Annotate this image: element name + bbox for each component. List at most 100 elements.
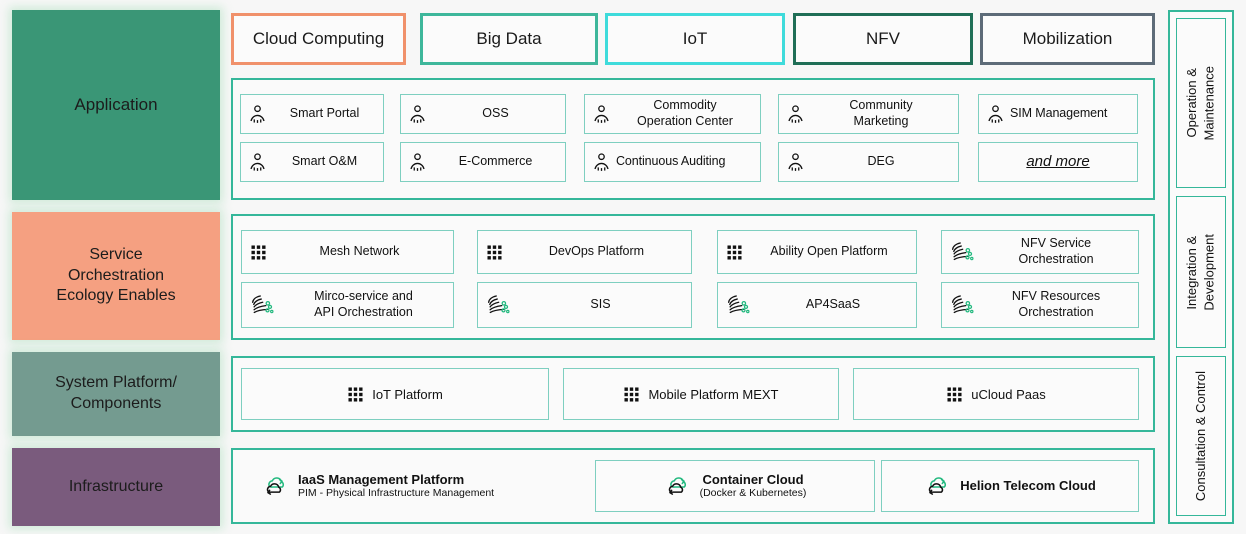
app-item-sim-management[interactable]: SIM Management (978, 94, 1138, 134)
app-item-deg[interactable]: DEG (778, 142, 959, 182)
app-item-label: SIM Management (1010, 106, 1108, 121)
app-item-oss[interactable]: OSS (400, 94, 566, 134)
app-item-commodity-operation-center[interactable]: Commodity Operation Center (584, 94, 761, 134)
grid-dots-icon (250, 244, 267, 261)
service-item-ability-open-platform[interactable]: Ability Open Platform (717, 230, 917, 274)
side-rail-item-consultation-control[interactable]: Consultation & Control (1176, 356, 1226, 516)
service-item-mesh-network[interactable]: Mesh Network (241, 230, 454, 274)
app-item-label: DEG (867, 154, 895, 169)
person-icon (785, 152, 806, 173)
app-item-label: Commodity Operation Center (637, 98, 733, 128)
cloud-sync-icon (924, 475, 951, 497)
side-rail-label: Operation & Maintenance (1184, 65, 1217, 141)
layer-block-application: Application (12, 10, 220, 200)
grid-dots-icon (946, 386, 963, 403)
side-rail-item-operation-maintenance[interactable]: Operation & Maintenance (1176, 18, 1226, 188)
side-rail-label: Integration & Development (1184, 233, 1217, 311)
infra-item-subtitle: PIM - Physical Infrastructure Management (298, 487, 495, 500)
system-item-label: IoT Platform (372, 386, 443, 402)
layer-block-label-service: Service Orchestration Ecology Enables (56, 245, 176, 305)
system-item-inner: uCloud Paas (946, 386, 1046, 403)
orchestration-icon (950, 294, 975, 316)
side-rail-item-integration-development[interactable]: Integration & Development (1176, 196, 1226, 348)
person-icon (247, 152, 268, 173)
grid-dots-icon (726, 244, 743, 261)
cloud-sync-icon (664, 475, 691, 497)
infra-item-helion-telecom-cloud[interactable]: Helion Telecom Cloud (881, 460, 1139, 512)
orchestration-icon (486, 294, 511, 316)
infra-item-title: IaaS Management Platform (298, 472, 465, 488)
app-item-label: OSS (482, 106, 509, 121)
side-rail-label: Consultation & Control (1193, 370, 1209, 502)
app-item-label: Smart Portal (289, 106, 360, 121)
service-item-devops-platform[interactable]: DevOps Platform (477, 230, 692, 274)
service-item-label: NFV Service Orchestration (1018, 236, 1094, 266)
app-item-label: Continuous Auditing (616, 154, 726, 169)
service-item-label: AP4SaaS (805, 297, 861, 312)
system-item-inner: Mobile Platform MEXT (623, 386, 779, 403)
app-item-smart-portal[interactable]: Smart Portal (240, 94, 384, 134)
layer-block-system: System Platform/ Components (12, 352, 220, 436)
service-item-nfv-resources-orchestration[interactable]: NFV Resources Orchestration (941, 282, 1139, 328)
app-item-label: Smart O&M (291, 154, 358, 169)
category-pill-big-data[interactable]: Big Data (420, 13, 598, 65)
app-item-e-commerce[interactable]: E-Commerce (400, 142, 566, 182)
service-item-sis[interactable]: SIS (477, 282, 692, 328)
infra-item-subtitle: (Docker & Kubernetes) (699, 487, 807, 500)
service-item-nfv-service-orchestration[interactable]: NFV Service Orchestration (941, 230, 1139, 274)
app-item-community-marketing[interactable]: Community Marketing (778, 94, 959, 134)
category-pill-nfv[interactable]: NFV (793, 13, 973, 65)
orchestration-icon (250, 294, 275, 316)
service-item-label: Ability Open Platform (770, 244, 888, 259)
layer-block-infrastructure: Infrastructure (12, 448, 220, 526)
infra-item-container-cloud[interactable]: Container Cloud(Docker & Kubernetes) (595, 460, 875, 512)
system-item-ucloud-paas[interactable]: uCloud Paas (853, 368, 1139, 420)
cloud-sync-icon (262, 475, 289, 497)
system-item-inner: IoT Platform (347, 386, 443, 403)
service-item-label: SIS (590, 297, 611, 312)
system-item-label: Mobile Platform MEXT (648, 386, 779, 402)
category-pill-mobilization[interactable]: Mobilization (980, 13, 1155, 65)
person-icon (785, 104, 806, 125)
service-item-label: NFV Resources Orchestration (1011, 289, 1101, 319)
service-item-mirco-service-and-api-orchestration[interactable]: Mirco-service and API Orchestration (241, 282, 454, 328)
category-pill-cloud-computing[interactable]: Cloud Computing (231, 13, 406, 65)
system-item-iot-platform[interactable]: IoT Platform (241, 368, 549, 420)
service-item-label: Mesh Network (319, 244, 400, 259)
layer-block-label-infrastructure: Infrastructure (68, 477, 164, 495)
infra-item-text: Helion Telecom Cloud (960, 478, 1096, 493)
person-icon (591, 104, 612, 125)
category-pill-label: Cloud Computing (252, 29, 385, 48)
orchestration-icon (950, 241, 975, 263)
system-item-label: uCloud Paas (971, 386, 1046, 402)
orchestration-icon (726, 294, 751, 316)
grid-dots-icon (347, 386, 364, 403)
app-item-continuous-auditing[interactable]: Continuous Auditing (584, 142, 761, 182)
infra-item-inner: Helion Telecom Cloud (924, 475, 1096, 497)
infra-item-inner: Container Cloud(Docker & Kubernetes) (664, 472, 807, 500)
layer-block-label-application: Application (74, 94, 158, 114)
grid-dots-icon (623, 386, 640, 403)
grid-dots-icon (486, 244, 503, 261)
system-item-mobile-platform-mext[interactable]: Mobile Platform MEXT (563, 368, 839, 420)
person-icon (247, 104, 268, 125)
category-pill-label: NFV (866, 29, 900, 48)
app-item-and-more[interactable]: and more (978, 142, 1138, 182)
category-pill-label: Mobilization (1022, 29, 1113, 48)
infra-item-title: Container Cloud (702, 472, 804, 488)
person-icon (985, 104, 1006, 125)
infra-item-text: Container Cloud(Docker & Kubernetes) (700, 472, 807, 500)
service-item-ap4saas[interactable]: AP4SaaS (717, 282, 917, 328)
category-pill-label: Big Data (476, 29, 542, 48)
app-item-label: and more (1026, 152, 1090, 170)
app-item-smart-o-m[interactable]: Smart O&M (240, 142, 384, 182)
layer-block-service: Service Orchestration Ecology Enables (12, 212, 220, 340)
layer-block-label-system: System Platform/ Components (55, 374, 177, 412)
category-pill-iot[interactable]: IoT (605, 13, 785, 65)
person-icon (407, 104, 428, 125)
app-item-label: Community Marketing (849, 98, 913, 128)
